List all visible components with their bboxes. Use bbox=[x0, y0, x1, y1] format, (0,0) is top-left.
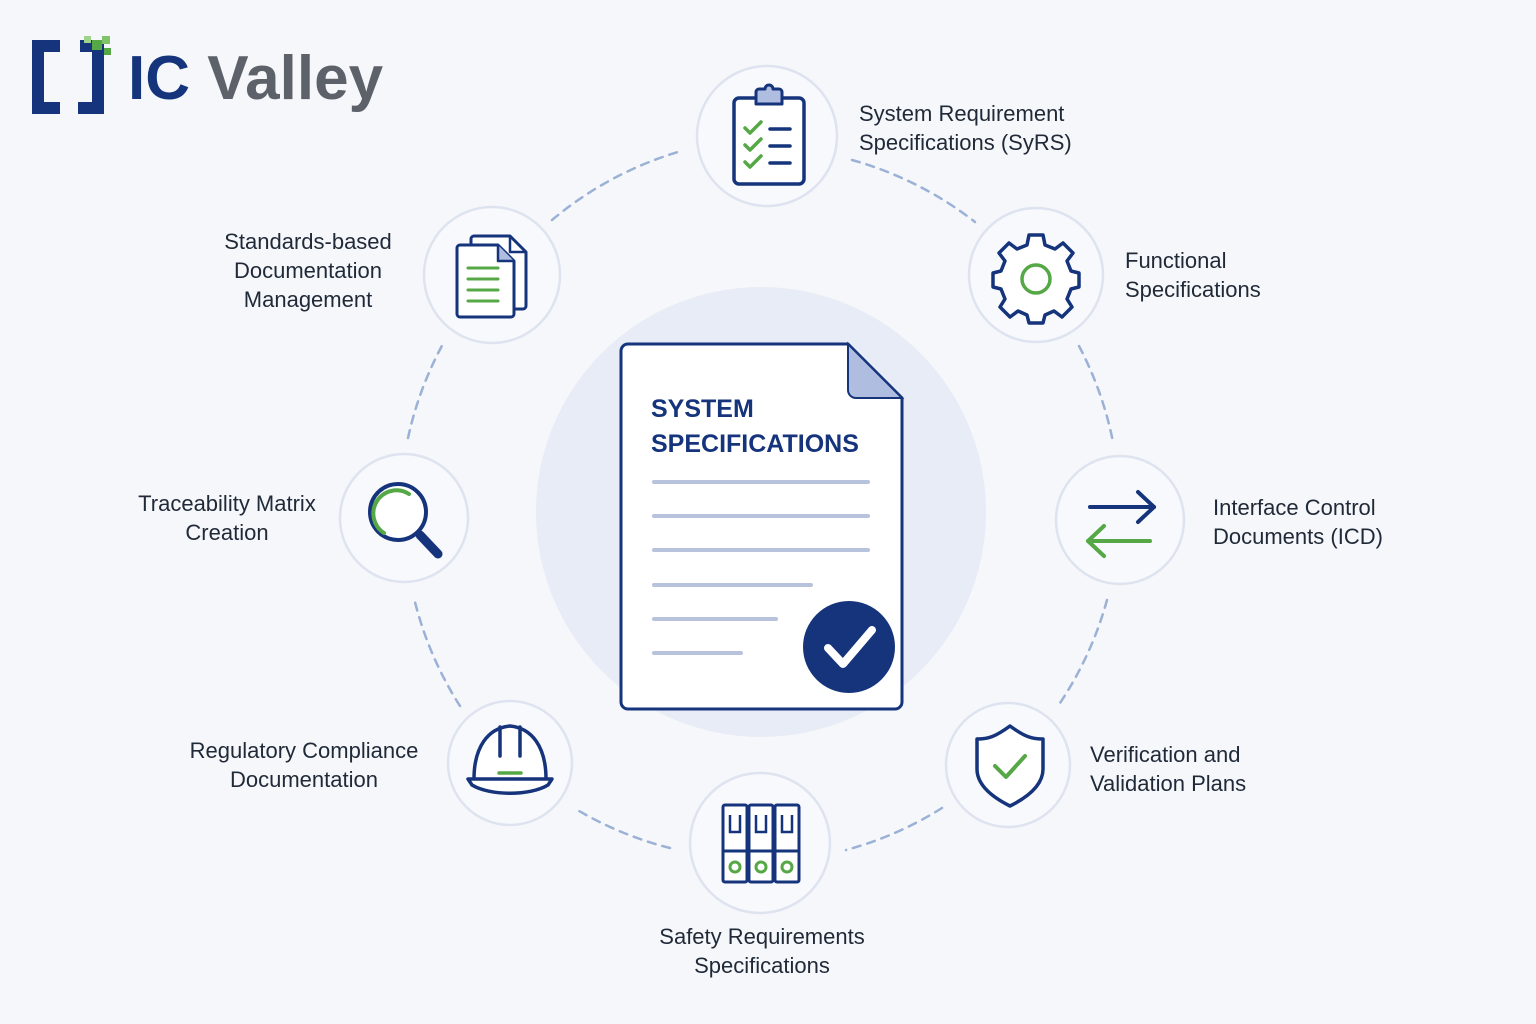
label-safety-line1: Safety Requirements bbox=[659, 924, 865, 949]
label-standards-line1: Standards-based bbox=[224, 229, 392, 254]
label-traceability-line2: Creation bbox=[185, 520, 269, 545]
label-vv: Verification and Validation Plans bbox=[1090, 740, 1246, 798]
check-icon bbox=[824, 626, 876, 668]
label-functional: Functional Specifications bbox=[1125, 246, 1261, 304]
check-badge bbox=[803, 601, 895, 693]
document-title-line1: SYSTEM bbox=[651, 395, 754, 423]
arrows-exchange-icon bbox=[1086, 490, 1156, 558]
clipboard-checklist-icon bbox=[732, 83, 806, 186]
ic-valley-logo: IC Valley bbox=[30, 36, 390, 118]
documents-stack-icon bbox=[455, 234, 528, 319]
label-syrs: System Requirement Specifications (SyRS) bbox=[859, 99, 1072, 157]
label-icd-line1: Interface Control bbox=[1213, 495, 1376, 520]
document-title: SYSTEM SPECIFICATIONS bbox=[651, 392, 859, 462]
label-regulatory-line1: Regulatory Compliance bbox=[189, 738, 419, 763]
label-standards-line2: Documentation bbox=[234, 258, 382, 283]
logo-mark-icon bbox=[32, 36, 111, 114]
label-standards-line3: Management bbox=[243, 287, 373, 312]
label-traceability: Traceability Matrix Creation bbox=[112, 489, 342, 547]
document-text-lines bbox=[652, 480, 870, 655]
label-syrs-line2: Specifications (SyRS) bbox=[859, 130, 1072, 155]
hard-hat-icon bbox=[466, 724, 554, 795]
label-syrs-line1: System Requirement bbox=[859, 101, 1065, 126]
document-title-line2: SPECIFICATIONS bbox=[651, 430, 859, 458]
gear-icon bbox=[991, 233, 1081, 325]
dashed-connector-ring bbox=[406, 150, 1115, 852]
label-regulatory: Regulatory Compliance Documentation bbox=[174, 736, 434, 794]
logo-text-ic: IC bbox=[128, 44, 190, 113]
label-safety-line2: Specifications bbox=[694, 953, 830, 978]
binders-icon bbox=[721, 803, 801, 884]
label-functional-line1: Functional bbox=[1125, 248, 1227, 273]
logo-wordmark: IC Valley bbox=[128, 42, 383, 116]
magnifier-icon bbox=[368, 482, 443, 559]
label-regulatory-line2: Documentation bbox=[230, 767, 378, 792]
label-safety: Safety Requirements Specifications bbox=[612, 922, 912, 980]
label-icd-line2: Documents (ICD) bbox=[1213, 524, 1383, 549]
shield-check-icon bbox=[975, 724, 1045, 808]
label-standards: Standards-based Documentation Management bbox=[198, 227, 418, 314]
label-traceability-line1: Traceability Matrix bbox=[138, 491, 316, 516]
node-icd-circle bbox=[1054, 454, 1186, 586]
label-vv-line2: Validation Plans bbox=[1090, 771, 1247, 796]
logo-text-valley: Valley bbox=[207, 44, 384, 113]
system-specifications-document bbox=[619, 341, 905, 711]
label-vv-line1: Verification and bbox=[1090, 742, 1241, 767]
label-icd: Interface Control Documents (ICD) bbox=[1213, 493, 1383, 551]
label-functional-line2: Specifications bbox=[1125, 277, 1261, 302]
document-fold-corner bbox=[847, 341, 905, 399]
